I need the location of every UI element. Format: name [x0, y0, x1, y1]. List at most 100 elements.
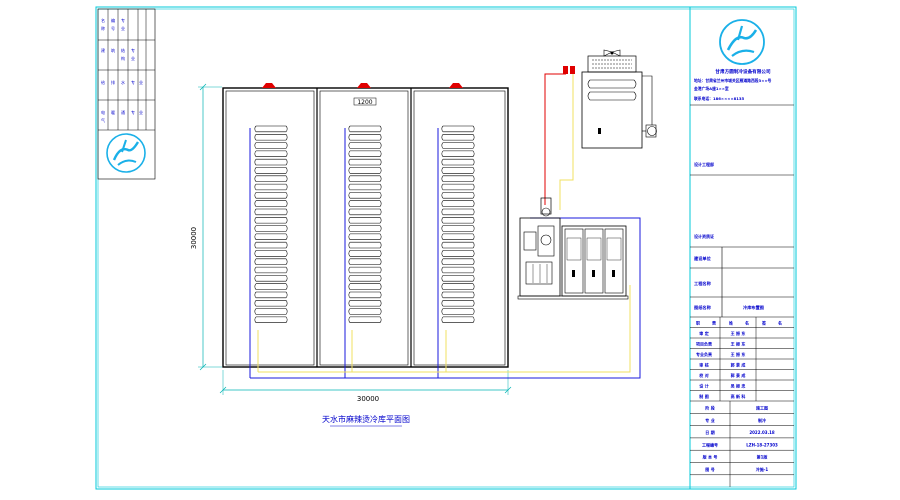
fan-icon [603, 49, 621, 57]
sig-name: 王 振 东 [731, 330, 746, 336]
strip-cell: 专 [131, 109, 135, 115]
cold-room-3 [413, 90, 506, 366]
electrical-cabinets [561, 225, 627, 297]
left-strip-table: 名 称 编 号 专 业 建 筑 结 构 专 业 给 排 水 专 业 电 气 暖 … [97, 8, 156, 180]
sig-header: 职 [696, 320, 700, 326]
strip-cell: 业 [139, 79, 143, 85]
inner-frame [97, 8, 795, 488]
info-label: 工程编号 [702, 441, 718, 447]
sig-header: 签 [761, 320, 767, 326]
title-block: 甘肃方圆制冷设备有限公司 地址：甘肃省兰州市城关区雁滩路西段3××号 金港广场A… [690, 19, 794, 487]
info-value: 第1版 [757, 454, 768, 460]
equipment-base [517, 295, 629, 300]
strip-cell: 名 [101, 17, 105, 23]
discharge-pipe [544, 73, 566, 205]
strip-cell: 专 [131, 47, 135, 53]
cold-room-1 [225, 90, 315, 366]
cold-room-outline [222, 87, 509, 368]
strip-cell: 构 [121, 55, 125, 61]
info-label: 日 期 [705, 429, 714, 435]
info-label: 专 业 [705, 417, 714, 423]
strip-cell: 专 [121, 17, 125, 23]
company-address-line2: 金港广场A座1××室 [693, 86, 729, 91]
strip-cell: 给 [101, 79, 105, 85]
dim-horizontal-label: 30000 [357, 395, 379, 403]
piping [249, 66, 641, 379]
door-marker [449, 83, 463, 88]
sig-name: 吴 振 忠 [731, 383, 746, 389]
condenser-fins [592, 59, 632, 69]
door-dim-label: 1200 [357, 99, 372, 106]
liquid-main [258, 285, 631, 373]
strip-cell: 业 [121, 25, 125, 31]
liquid-riser [559, 74, 574, 210]
sig-name: 王 振 东 [731, 341, 746, 347]
strip-cell: 业 [131, 55, 135, 61]
evaporator-coil-icon [254, 125, 288, 323]
strip-cell: 编 [111, 17, 115, 23]
info-label: 图 号 [705, 466, 714, 472]
strip-cell: 排 [111, 79, 115, 85]
strip-cell: 筑 [111, 47, 115, 53]
strip-cell: 气 [101, 117, 105, 123]
compressor-unit [519, 197, 561, 297]
signature-table: 职责姓名签名审 定王 振 东项目负责王 振 东专业负责王 振 东审 核郭 景 成… [690, 317, 794, 402]
project-name-label: 工程名称 [694, 280, 712, 287]
sig-header: 姓 [728, 320, 733, 326]
dimension-vertical: 30000 [190, 83, 222, 371]
suction-main [250, 217, 641, 379]
sig-name: 郭 景 成 [731, 362, 746, 368]
sig-header: 名 [745, 320, 749, 326]
drawing-title: 天水市麻辣烫冷库平面图 [322, 414, 410, 424]
strip-cell: 称 [101, 25, 105, 31]
cold-room-2 [319, 90, 409, 366]
company-logo-icon [719, 19, 765, 65]
condenser [581, 49, 657, 149]
door-marker [262, 83, 276, 88]
company-name: 甘肃方圆制冷设备有限公司 [715, 68, 771, 75]
sig-role: 设 计 [699, 383, 708, 389]
dim-vertical-label: 30000 [190, 227, 198, 249]
cold-room-group [222, 87, 509, 368]
info-value: 2022.03.18 [749, 430, 775, 435]
strip-cell: 电 [101, 109, 105, 115]
drawing-name-value: 冷库布置图 [743, 304, 764, 311]
company-address-line1: 地址：甘肃省兰州市城关区雁滩路西段3××号 [694, 78, 772, 83]
strip-cell: 号 [111, 25, 115, 31]
design-cert: 设计资质证 [694, 233, 714, 239]
strip-cell: 通 [121, 109, 125, 115]
sig-name: 王 振 东 [731, 351, 746, 357]
strip-cell: 专 [131, 79, 135, 85]
sig-role: 审 定 [699, 330, 708, 336]
outer-frame [95, 6, 797, 490]
info-value: LZH-18-27303 [746, 442, 778, 447]
strip-cell: 水 [121, 79, 125, 85]
evaporator-coil-icon [441, 125, 475, 323]
dimension-horizontal: 30000 [219, 370, 512, 403]
strip-cell: 暖 [111, 109, 115, 115]
construction-unit-label: 建设单位 [693, 255, 712, 262]
sig-name: 郭 景 成 [731, 372, 746, 378]
sig-header: 名 [778, 320, 782, 326]
sig-role: 制 图 [699, 393, 708, 399]
drawing-name-label: 图纸名称 [694, 304, 712, 311]
sig-role: 项目负责 [696, 341, 712, 347]
info-value: 施工图 [755, 405, 768, 411]
evaporator-coil-icon [348, 125, 382, 323]
info-label: 版 本 号 [702, 454, 718, 460]
strip-cell: 业 [139, 109, 143, 115]
door-marker [357, 83, 371, 88]
sig-role: 专业负责 [696, 351, 712, 357]
stamp-logo-icon [106, 133, 146, 173]
design-dept: 设计工程部 [694, 161, 714, 167]
sig-header: 责 [712, 320, 716, 326]
strip-cell: 建 [101, 47, 105, 53]
sig-name: 高 新 科 [731, 393, 746, 399]
door-dimension: 1200 [353, 97, 377, 106]
sig-role: 审 核 [699, 362, 708, 368]
strip-cell: 结 [121, 47, 125, 53]
info-value: 制冷 [758, 417, 766, 423]
info-label: 阶 段 [705, 405, 714, 411]
